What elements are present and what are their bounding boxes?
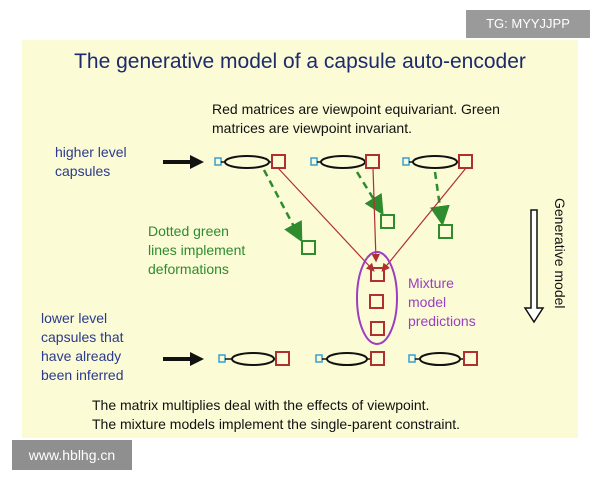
- higher-capsules-arrow: [163, 155, 204, 169]
- lower-capsules-arrow: [163, 352, 204, 366]
- prediction-line-1: [277, 167, 375, 272]
- mixture-note-line-3: predictions: [408, 313, 476, 329]
- prediction-matrix-icon: [369, 294, 384, 309]
- lower-label-line-4: been inferred: [41, 367, 124, 383]
- generative-model-label: Generative model: [552, 198, 568, 309]
- red-matrix-icon: [463, 351, 478, 366]
- channel-tag: TG: MYYJJPP: [466, 10, 590, 38]
- red-matrix-icon: [370, 351, 385, 366]
- red-matrix-icon: [365, 154, 380, 169]
- lower-label-line-3: have already: [41, 348, 122, 364]
- higher-label-line-1: higher level: [55, 144, 127, 160]
- green-matrix-icon: [301, 240, 316, 255]
- bottom-note-line-1: The matrix multiplies deal with the effe…: [92, 397, 430, 413]
- lower-label-line-2: capsules that: [41, 329, 124, 345]
- higher-capsule-2: [310, 154, 380, 169]
- prediction-line-3: [381, 167, 467, 272]
- higher-label-line-2: capsules: [55, 163, 111, 179]
- capsule-ellipse-icon: [320, 155, 366, 169]
- top-note-line-2: matrices are viewpoint invariant.: [212, 120, 412, 136]
- site-watermark: www.hblhg.cn: [12, 440, 132, 470]
- deformation-arrow-1: [262, 169, 303, 243]
- prediction-line-2: [371, 167, 381, 263]
- green-matrix-icon: [380, 214, 395, 229]
- pose-square-icon: [214, 157, 222, 166]
- slide-title: The generative model of a capsule auto-e…: [74, 50, 526, 73]
- prediction-matrix-icon: [370, 321, 385, 336]
- lower-capsule-2: [315, 351, 385, 366]
- pose-square-icon: [310, 157, 318, 166]
- red-matrix-icon: [275, 351, 290, 366]
- mixture-note-line-2: model: [408, 294, 447, 310]
- green-matrix-icon: [438, 224, 453, 239]
- capsule-ellipse-icon: [231, 352, 275, 366]
- capsule-ellipse-icon: [326, 352, 368, 366]
- green-note-line-2: lines implement: [148, 242, 246, 258]
- deformation-arrow-3: [429, 171, 450, 226]
- capsule-ellipse-icon: [412, 155, 458, 169]
- lower-capsule-1: [218, 351, 290, 366]
- pose-square-icon: [402, 157, 410, 166]
- mixture-note-line-1: Mixture: [408, 275, 454, 291]
- lower-label-line-1: lower level: [41, 310, 108, 326]
- pose-square-icon: [315, 354, 323, 363]
- prediction-matrix-icon: [370, 267, 385, 282]
- pose-square-icon: [218, 354, 226, 363]
- capsule-ellipse-icon: [419, 352, 461, 366]
- lower-capsule-3: [408, 351, 478, 366]
- higher-capsule-1: [214, 154, 286, 169]
- bottom-note-line-2: The mixture models implement the single-…: [92, 416, 461, 432]
- green-note-line-1: Dotted green: [148, 223, 229, 239]
- pose-square-icon: [408, 354, 416, 363]
- deformation-arrow-2: [355, 171, 384, 216]
- mixture-ellipse: [356, 251, 398, 345]
- red-matrix-icon: [458, 154, 473, 169]
- top-note-line-1: Red matrices are viewpoint equivariant. …: [212, 101, 500, 117]
- red-matrix-icon: [271, 154, 286, 169]
- higher-capsule-3: [402, 154, 473, 169]
- generative-direction-arrow-icon: [523, 209, 545, 324]
- green-note-line-3: deformations: [148, 261, 229, 277]
- capsule-ellipse-icon: [224, 155, 270, 169]
